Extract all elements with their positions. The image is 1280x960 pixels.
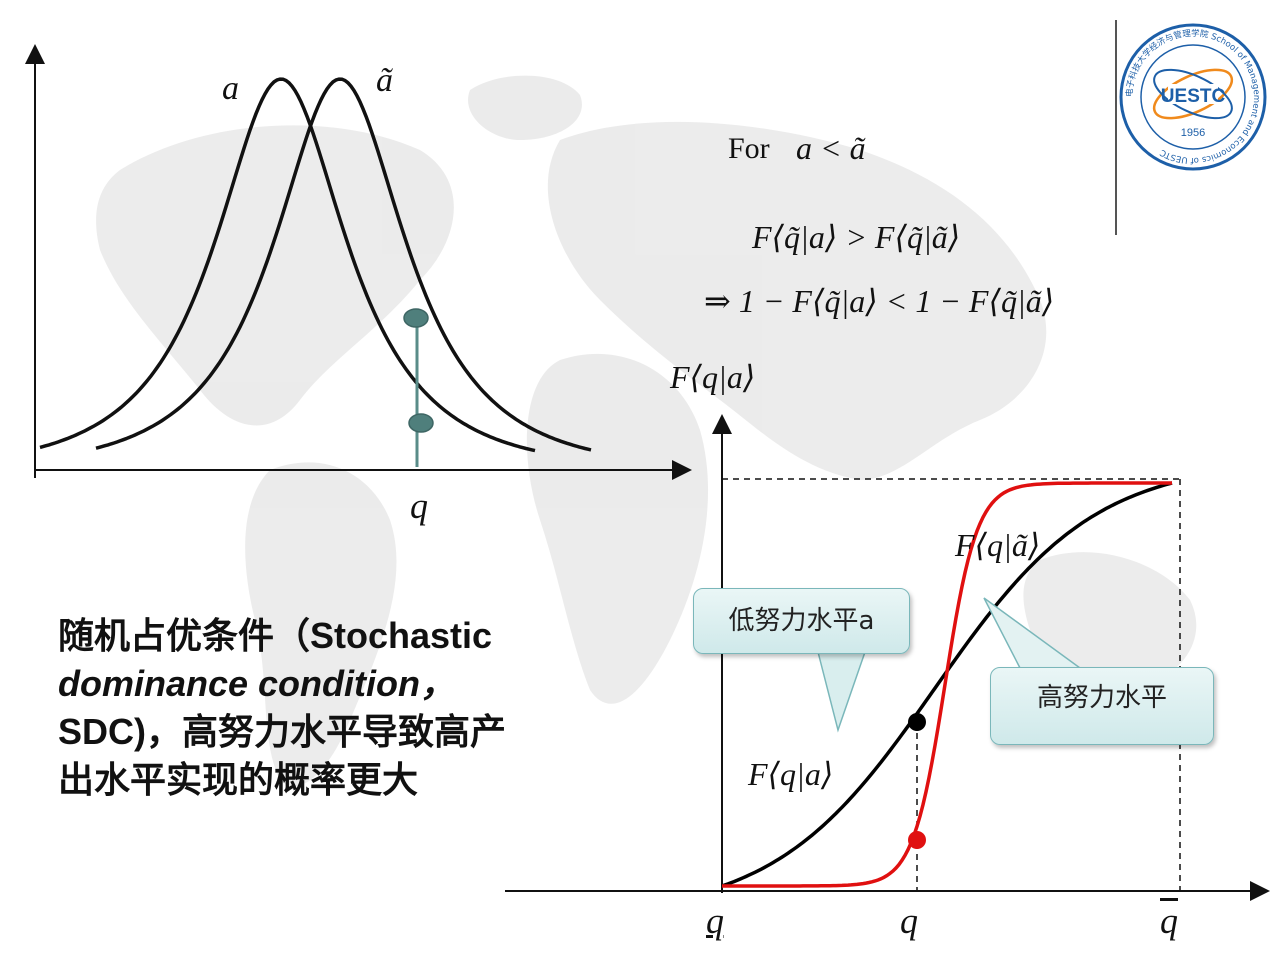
x-label-mid: q [900, 901, 918, 941]
density-curve-low-effort [39, 77, 536, 453]
svg-text:1956: 1956 [1181, 127, 1205, 139]
cdf-curve-high-effort [722, 481, 1172, 888]
marker-high-effort [403, 308, 429, 328]
x-label-lower: q [706, 901, 724, 941]
svg-text:UESTC: UESTC [1161, 86, 1226, 107]
caption-line-2: dominance condition， [58, 663, 457, 704]
point-high-effort [908, 831, 926, 849]
x-label-upper: q [1160, 901, 1178, 941]
caption-line-4: 出水平实现的概率更大 [58, 759, 419, 800]
callout-high-effort: 高努力水平 [990, 667, 1214, 745]
point-low-effort [908, 713, 926, 731]
curve-label-high-effort: F⟨q|ã⟩ [955, 527, 1041, 563]
density-plot [25, 44, 692, 480]
logo-divider [1115, 20, 1117, 235]
caption-line-3: SDC)，高努力水平导致高产 [58, 711, 506, 752]
label-a: a [222, 70, 239, 107]
inequality-line-2: ⇒ 1 − F⟨q̃|a⟩ < 1 − F⟨q̃|ã⟩ [704, 283, 1055, 319]
curve-label-low-effort: F⟨q|a⟩ [748, 756, 834, 792]
marker-low-effort [408, 413, 434, 433]
callout-low-effort: 低努力水平a [693, 588, 910, 654]
for-condition: a < ã [796, 130, 866, 166]
sdc-caption: 随机占优条件（Stochastic dominance condition， S… [58, 612, 618, 804]
cdf-ylabel: F⟨q|a⟩ [670, 359, 756, 395]
label-q-top: q [410, 486, 428, 526]
label-a-tilde: ã [376, 62, 393, 99]
caption-line-1: 随机占优条件（Stochastic [58, 615, 493, 656]
density-curve-high-effort [95, 77, 592, 452]
uestc-logo: UESTC 1956 电子科技大学经济与管理学院 School of Manag… [1119, 23, 1267, 171]
for-text: For [728, 132, 770, 165]
inequality-line-1: F⟨q̃|a⟩ > F⟨q̃|ã⟩ [752, 219, 961, 255]
